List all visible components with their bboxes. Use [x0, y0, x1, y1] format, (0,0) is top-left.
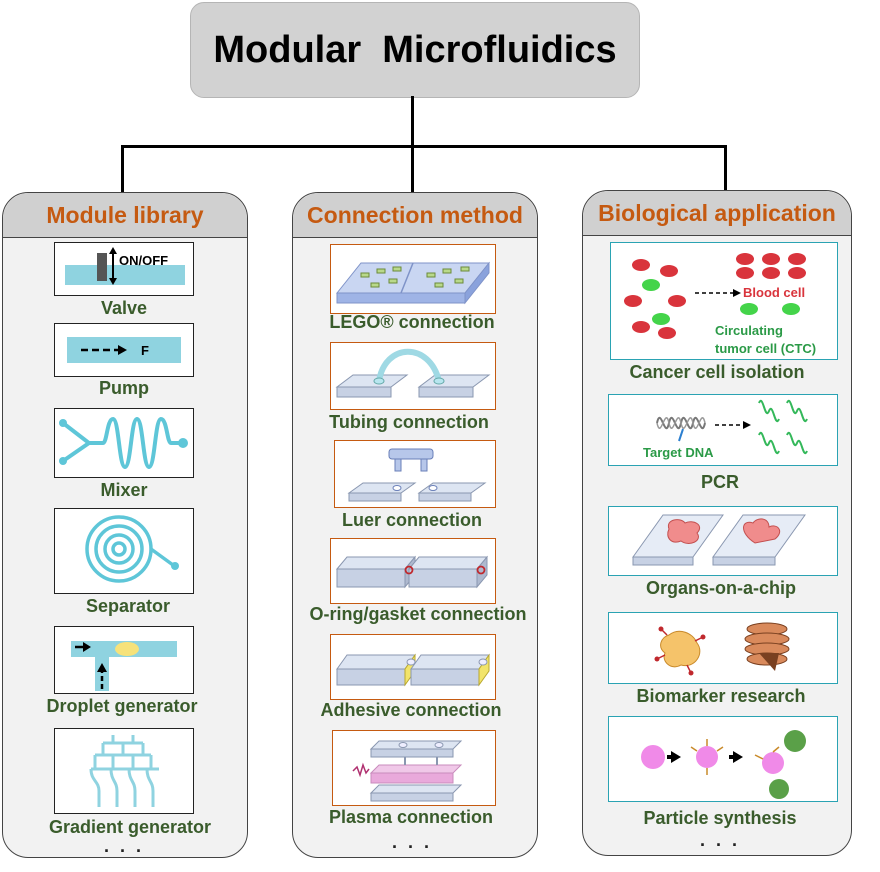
particle-synthesis-image — [608, 716, 838, 802]
droplet-generator-label: Droplet generator — [46, 696, 198, 716]
circulating-label: Circulating — [715, 323, 783, 338]
column-header: Module library — [3, 193, 247, 238]
luer-connection-image — [334, 440, 496, 508]
adhesive-connection-image — [330, 634, 496, 700]
column-header: Connection method — [293, 193, 537, 238]
target-dna-label: Target DNA — [643, 445, 714, 460]
pump-image: F — [54, 323, 194, 377]
separator-image — [54, 508, 194, 594]
mixer-image — [54, 408, 194, 478]
pump-label: Pump — [98, 378, 150, 398]
biomarker-research-image — [608, 612, 838, 684]
mixer-label: Mixer — [100, 480, 148, 500]
connector-left — [121, 145, 124, 193]
gradient-generator-image — [54, 728, 194, 814]
cancer-cell-isolation-image: Blood cell Circulating tumor cell (CTC) — [610, 242, 838, 360]
connector-vertical — [411, 96, 414, 146]
more-modules-ellipsis: . . . — [103, 836, 145, 856]
o-ring-gasket-connection-label: O-ring/gasket connection — [309, 604, 527, 624]
plasma-connection-label: Plasma connection — [328, 807, 494, 827]
particle-synthesis-label: Particle synthesis — [643, 808, 797, 828]
lego-connection-image — [330, 244, 496, 314]
organs-on-a-chip-image — [608, 506, 838, 576]
luer-connection-label: Luer connection — [341, 510, 483, 530]
pcr-image: Target DNA — [608, 394, 838, 466]
valve-on-off-text: ON/OFF — [119, 253, 168, 268]
lego-connection-label: LEGO® connection — [329, 312, 495, 332]
plasma-connection-image — [332, 730, 496, 806]
more-connections-ellipsis: . . . — [391, 832, 433, 852]
droplet-generator-image — [54, 626, 194, 694]
tumor-cell-label: tumor cell (CTC) — [715, 341, 816, 356]
o-ring-gasket-connection-image — [330, 538, 496, 604]
pump-force-text: F — [141, 343, 149, 358]
tubing-connection-label: Tubing connection — [329, 412, 489, 432]
valve-label: Valve — [100, 298, 148, 318]
connector-horizontal — [121, 145, 727, 148]
adhesive-connection-label: Adhesive connection — [320, 700, 502, 720]
page-title: Modular Microfluidics — [190, 2, 640, 98]
organs-on-a-chip-label: Organs-on-a-chip — [645, 578, 797, 598]
pcr-label: PCR — [700, 472, 740, 492]
blood-cell-label: Blood cell — [743, 285, 805, 300]
valve-image: ON/OFF — [54, 242, 194, 296]
connector-middle — [411, 145, 414, 193]
more-applications-ellipsis: . . . — [699, 830, 741, 850]
tubing-connection-image — [330, 342, 496, 410]
biomarker-research-label: Biomarker research — [636, 686, 806, 706]
column-header: Biological application — [583, 191, 851, 236]
gradient-generator-label: Gradient generator — [48, 817, 212, 837]
cancer-cell-isolation-label: Cancer cell isolation — [629, 362, 805, 382]
connector-right — [724, 145, 727, 193]
separator-label: Separator — [85, 596, 171, 616]
